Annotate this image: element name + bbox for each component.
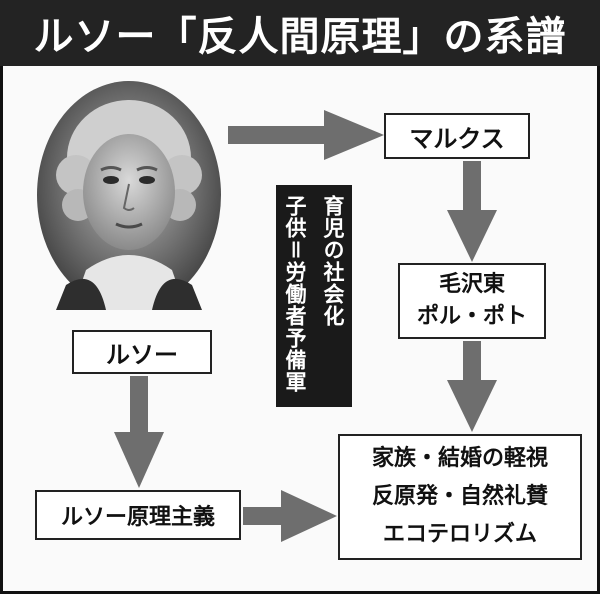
node-consequences: 家族・結婚の軽視 反原発・自然礼賛 エコテロリズム — [338, 434, 582, 560]
node-marx: マルクス — [384, 113, 530, 159]
node-mao-polpot: 毛沢東 ポル・ポト — [398, 263, 546, 339]
node-rousseau-label: ルソー — [106, 340, 178, 369]
note-line-1: 育児の社会化 — [321, 195, 345, 327]
node-mao-label: 毛沢東 — [438, 272, 505, 297]
node-principle-label: ルソー原理主義 — [60, 505, 215, 530]
node-rousseau-principle: ルソー原理主義 — [35, 490, 241, 540]
arrow-rousseau-to-principle — [114, 376, 164, 488]
arrow-mao-to-family — [447, 341, 497, 432]
consequence-line-3: エコテロリズム — [382, 522, 537, 547]
arrow-to-marx — [228, 110, 384, 160]
node-polpot-label: ポル・ポト — [416, 304, 527, 329]
note-line-2: 子供＝労働者予備軍 — [283, 195, 307, 393]
node-marx-label: マルクス — [409, 124, 505, 153]
arrow-marx-to-mao — [447, 161, 497, 262]
portrait-icon — [37, 81, 221, 310]
page-title: ルソー「反人間原理」の系譜 — [0, 0, 600, 66]
arrow-principle-to-family — [243, 490, 337, 542]
consequence-line-2: 反原発・自然礼賛 — [371, 484, 548, 509]
consequence-line-1: 家族・結婚の軽視 — [371, 446, 548, 471]
childcare-note: 育児の社会化 子供＝労働者予備軍 — [276, 185, 352, 407]
node-rousseau: ルソー — [72, 330, 212, 374]
